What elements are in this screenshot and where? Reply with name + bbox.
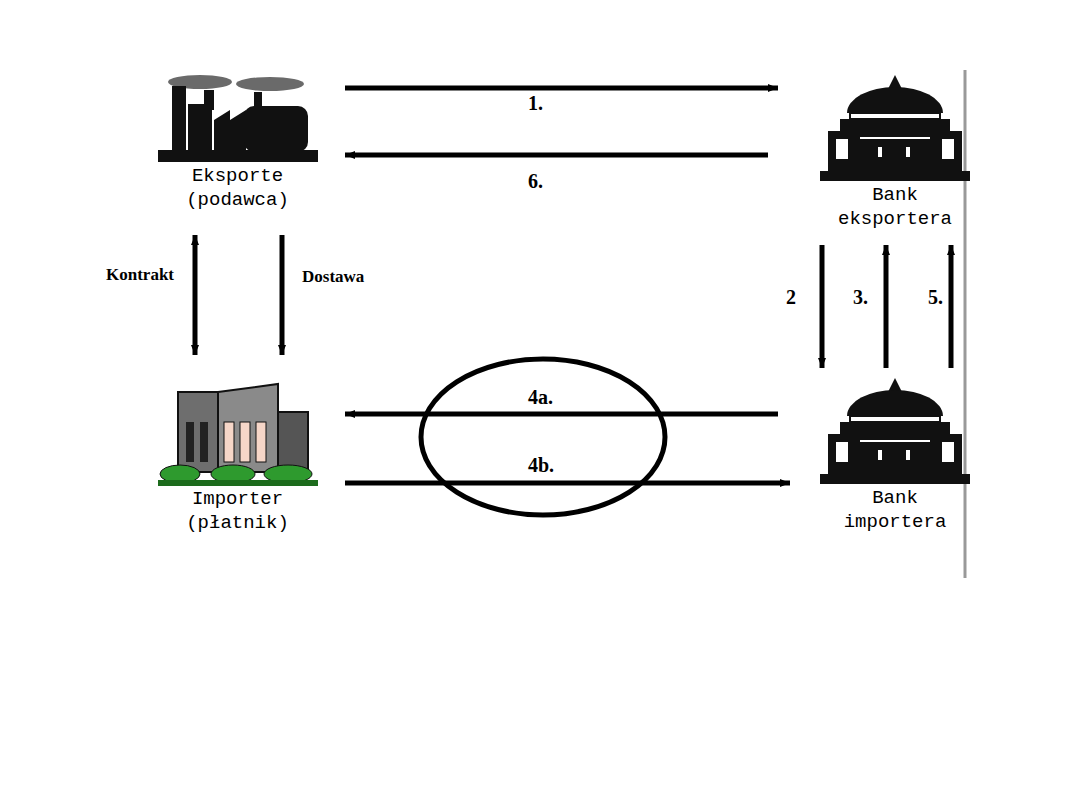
step-label: 3. (853, 286, 868, 308)
step-label: 5. (928, 286, 943, 308)
bank-node: Bank eksportera (815, 75, 975, 235)
entity-name: Importer (płatnik) (173, 487, 303, 535)
exporter-node: Eksporte (podawca) (150, 72, 325, 232)
step-label: 4a. (528, 386, 553, 408)
entity-icon (158, 72, 318, 164)
step-label: 1. (528, 92, 543, 114)
importer-node: Importer (płatnik) (150, 382, 325, 544)
entity-name: Bank importera (830, 486, 960, 534)
step-label: Dostawa (302, 266, 364, 288)
step-label: 2 (786, 286, 796, 308)
step-label: 6. (528, 170, 543, 192)
flow-arrow (345, 412, 778, 417)
step-label: 4b. (528, 454, 554, 476)
entity-icon (158, 382, 318, 487)
flow-arrow (949, 245, 954, 368)
flow-arrow (345, 153, 768, 158)
step-label: Kontrakt (106, 264, 174, 286)
flow-arrow (280, 235, 285, 355)
flow-arrow (345, 86, 778, 91)
flow-arrow (193, 235, 198, 355)
flow-arrow (884, 245, 889, 368)
divider-line (964, 70, 967, 578)
flow-arrow (820, 245, 825, 368)
flow-arrow (345, 481, 790, 486)
bank-node: Bank importera (815, 378, 975, 553)
entity-name: Bank eksportera (830, 183, 960, 231)
highlight-ellipse (421, 359, 665, 515)
entity-name: Eksporte (podawca) (173, 164, 303, 212)
entity-icon (820, 378, 970, 486)
entity-icon (820, 75, 970, 183)
